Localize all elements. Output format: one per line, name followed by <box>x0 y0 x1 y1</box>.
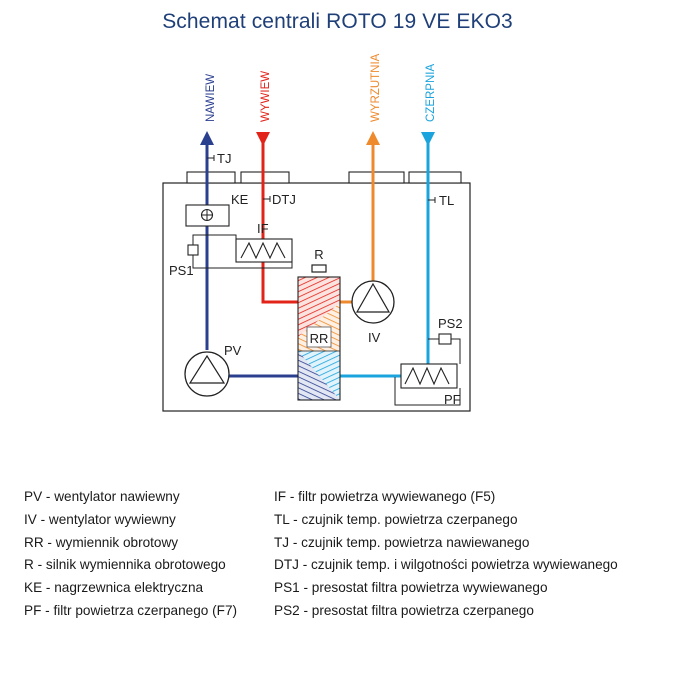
ps1-wiring-lower <box>192 255 293 269</box>
ps2-wiring-lower <box>451 338 461 364</box>
stream-label-czerpnia: CZERPNIA <box>425 64 437 122</box>
exhaust-arrow-head <box>366 131 380 145</box>
label-ke: KE <box>231 192 249 207</box>
label-ps1: PS1 <box>169 263 194 278</box>
label-ps2: PS2 <box>438 316 463 331</box>
duct-stub-supply <box>186 171 236 184</box>
legend-item: IV - wentylator wywiewny <box>24 511 176 527</box>
legend-item: IF - filtr powietrza wywiewanego (F5) <box>274 489 496 504</box>
supply-fan <box>184 351 230 397</box>
legend-item: PS1 - presostat filtra powietrza wywiewa… <box>274 580 548 596</box>
label-rr: RR <box>310 331 329 346</box>
duct-stub-intake <box>408 171 462 184</box>
legend-item: KE - nagrzewnica elektryczna <box>24 580 204 596</box>
ps1-wiring <box>192 234 237 245</box>
extract-arrow-head <box>256 132 270 146</box>
ps2-switch <box>438 333 452 345</box>
pf-wiring <box>394 377 461 406</box>
legend-left-column: PV - wentylator nawiewny IV - wentylator… <box>24 486 237 623</box>
legend-item: DTJ - czujnik temp. i wilgotności powiet… <box>274 557 618 573</box>
legend-item: TL - czujnik temp. powietrza czerpanego <box>274 511 518 527</box>
stream-label-wyrzutnia: WYRZUTNIA <box>370 53 382 122</box>
label-if: IF <box>257 221 269 236</box>
ventilation-schematic: RR R IF PS1 KE TJ DTJ TL PV IV PF <box>162 53 471 412</box>
duct-stub-extract <box>240 171 290 184</box>
supply-arrow-head <box>200 131 214 145</box>
extract-air-line <box>261 135 298 304</box>
legend-right-column: IF - filtr powietrza wywiewanego (F5) TL… <box>274 486 618 623</box>
label-r: R <box>314 247 323 262</box>
legend-item: PF - filtr powietrza czerpanego (F7) <box>24 602 238 618</box>
legend-item: R - silnik wymiennika obrotowego <box>24 557 226 573</box>
intake-arrow-head <box>421 132 435 146</box>
stream-label-nawiew: NAWIEW <box>205 74 217 122</box>
exchanger-motor <box>311 264 327 273</box>
legend-item: PV - wentylator nawiewny <box>24 489 180 504</box>
ps1-switch <box>187 244 199 256</box>
stream-label-wywiew: WYWIEW <box>260 71 272 122</box>
label-dtj: DTJ <box>272 192 296 207</box>
extract-fan <box>351 280 395 324</box>
label-pv: PV <box>224 343 242 358</box>
intake-filter <box>400 363 458 389</box>
diagram-title: Schemat centrali ROTO 19 VE EKO3 <box>162 10 513 33</box>
extract-filter <box>235 238 293 263</box>
legend-item: TJ - czujnik temp. powietrza nawiewanego <box>274 534 530 550</box>
label-tj: TJ <box>217 151 231 166</box>
duct-stub-exhaust <box>348 171 405 184</box>
unit-housing <box>162 182 471 412</box>
rotary-heat-exchanger <box>297 276 341 401</box>
label-pf: PF <box>444 392 461 407</box>
legend-item: PS2 - presostat filtra powietrza czerpan… <box>274 602 534 618</box>
label-iv: IV <box>368 330 381 345</box>
label-tl: TL <box>439 193 454 208</box>
legend-item: RR - wymiennik obrotowy <box>24 534 179 550</box>
